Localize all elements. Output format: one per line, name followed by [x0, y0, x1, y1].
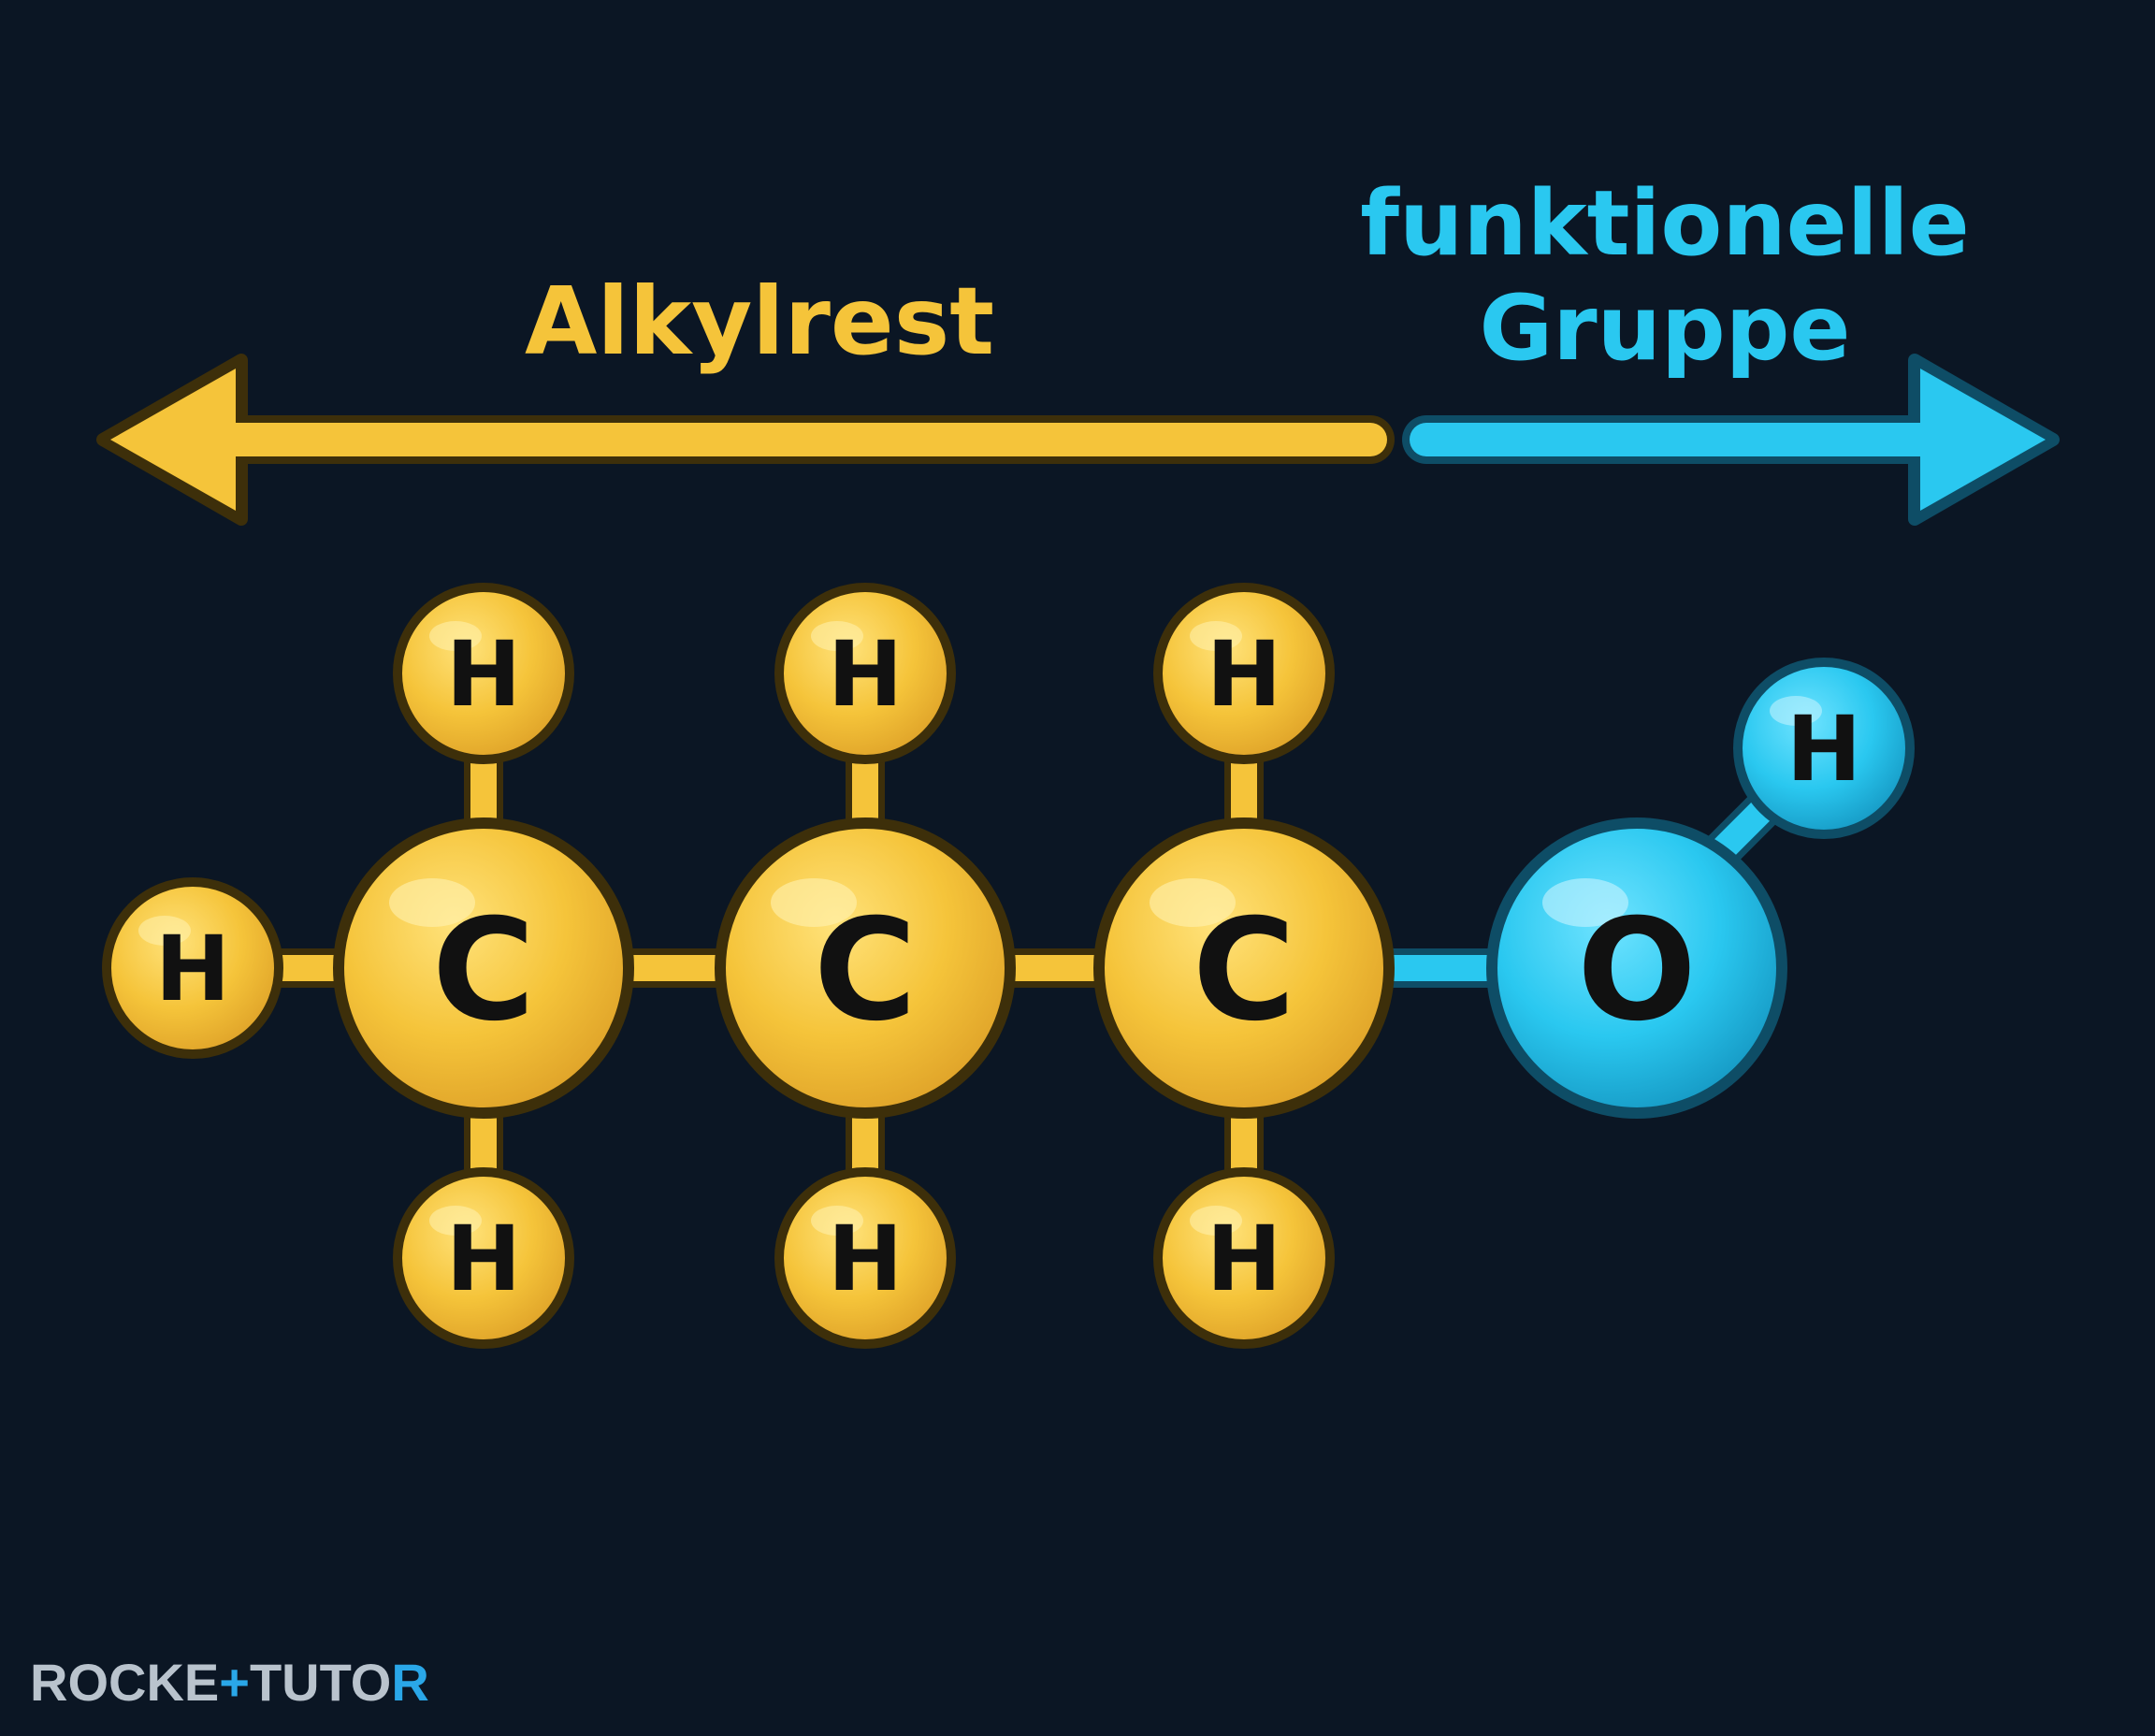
functional-group-label-line1: funktionelle	[1360, 171, 1969, 276]
carbon-atom: C	[715, 817, 1016, 1119]
svg-text:H: H	[828, 622, 903, 727]
svg-text:H: H	[828, 1207, 903, 1311]
hydrogen-atom: H	[393, 1167, 574, 1349]
functional-group-arrow	[1402, 354, 2060, 526]
svg-text:C: C	[1193, 890, 1295, 1052]
svg-text:ROCKE+TUTOR: ROCKE+TUTOR	[30, 1653, 429, 1712]
svg-text:C: C	[814, 890, 917, 1052]
hydrogen-atom: H	[774, 583, 956, 764]
hydrogen-atom: H	[393, 583, 574, 764]
svg-text:C: C	[432, 890, 535, 1052]
svg-text:H: H	[155, 917, 230, 1021]
rocketutor-logo: ROCKE+TUTOR	[30, 1653, 429, 1712]
svg-text:H: H	[446, 622, 521, 727]
hydroxyl-hydrogen-atom: H	[1733, 658, 1915, 839]
hydrogen-atom: H	[774, 1167, 956, 1349]
svg-text:O: O	[1577, 890, 1697, 1052]
alkyl-label: Alkylrest	[525, 267, 994, 376]
svg-text:H: H	[1207, 1207, 1281, 1311]
hydrogen-atom: H	[102, 877, 283, 1059]
svg-text:H: H	[446, 1207, 521, 1311]
oxygen-atom: O	[1486, 817, 1787, 1119]
svg-text:H: H	[1207, 622, 1281, 727]
svg-text:H: H	[1786, 697, 1861, 802]
alkyl-arrow	[96, 354, 1395, 526]
carbon-atom: C	[333, 817, 634, 1119]
hydrogen-atom: H	[1153, 583, 1335, 764]
carbon-atom: C	[1093, 817, 1395, 1119]
functional-group-label-line2: Gruppe	[1479, 276, 1850, 381]
hydrogen-atom: H	[1153, 1167, 1335, 1349]
